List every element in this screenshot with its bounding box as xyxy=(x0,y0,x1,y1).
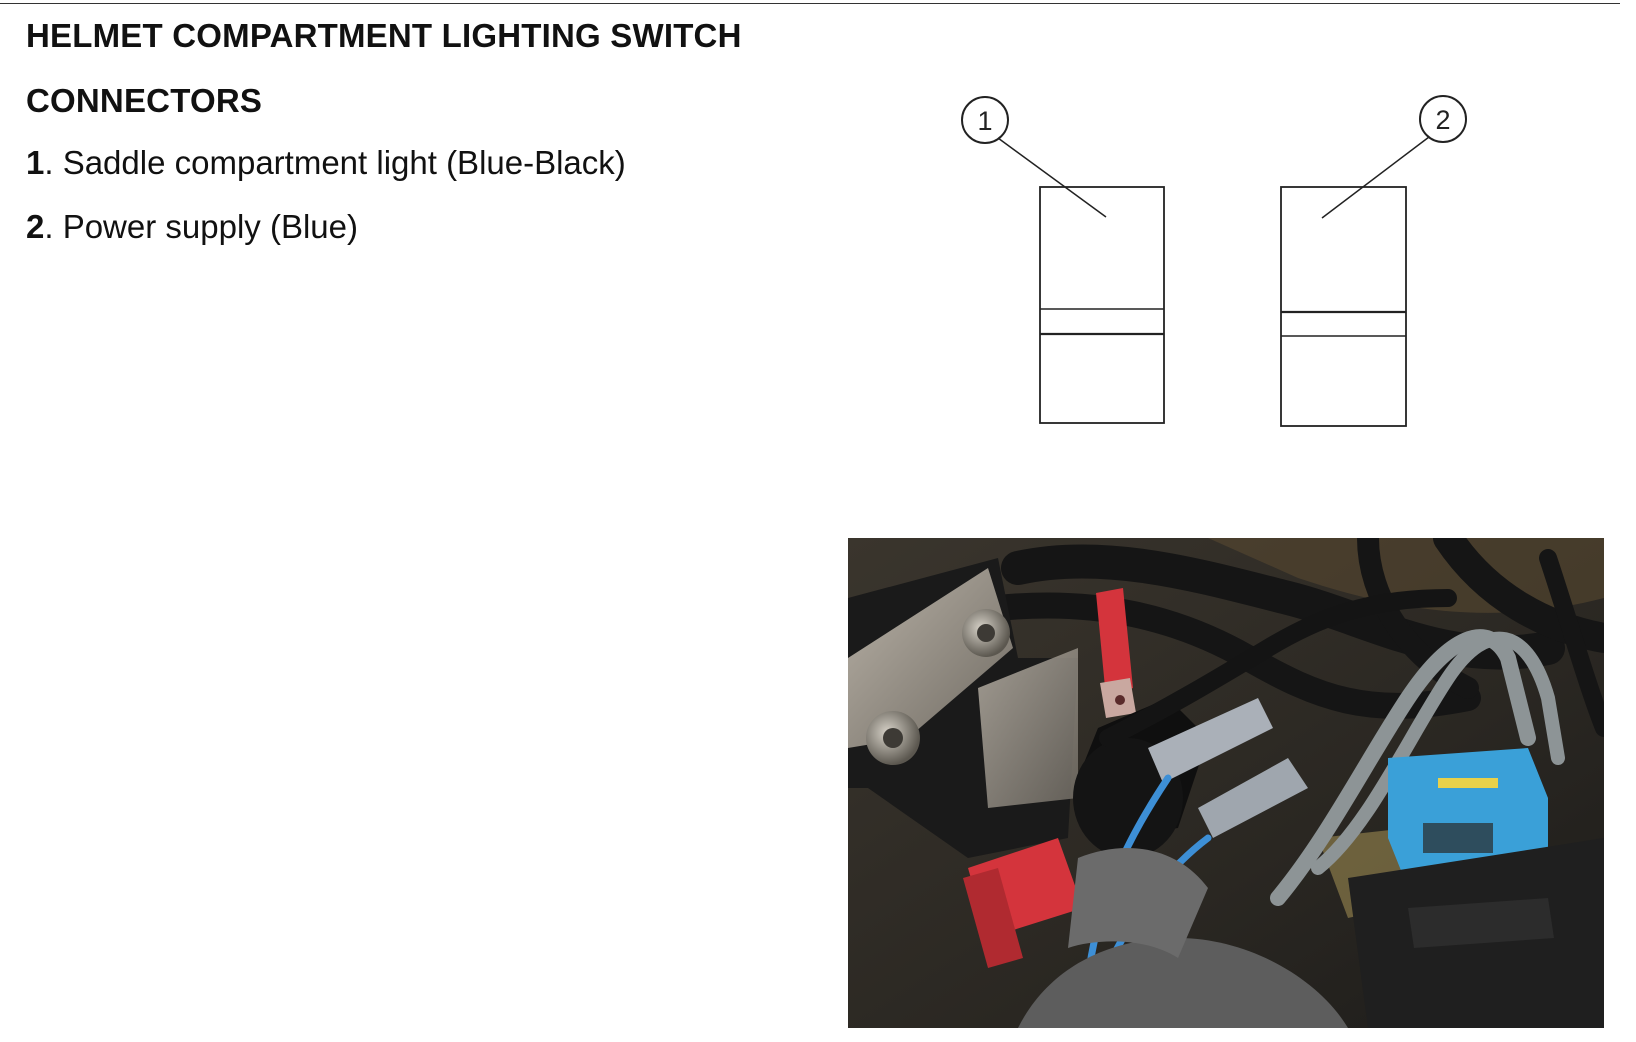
connector-diagram: 1 2 xyxy=(940,88,1500,438)
black-wire-front xyxy=(1099,589,1457,747)
dark-housing xyxy=(1348,838,1604,1028)
callout-circle xyxy=(961,96,1009,144)
top-divider xyxy=(0,3,1620,4)
section-subtitle: CONNECTORS xyxy=(26,82,263,119)
legend-item-1: 1. Saddle compartment light (Blue-Black) xyxy=(26,141,846,185)
connector-2-outline xyxy=(1280,186,1407,427)
legend-number: 2 xyxy=(26,208,45,245)
legend-text: . Saddle compartment light (Blue-Black) xyxy=(44,144,626,181)
legend-text: . Power supply (Blue) xyxy=(44,208,358,245)
leader-line xyxy=(997,137,1107,218)
callout-number: 2 xyxy=(1435,105,1450,135)
grey-connectors xyxy=(1148,698,1308,838)
grey-wire-loop xyxy=(1270,629,1565,906)
connector-photo xyxy=(848,538,1604,1028)
callout-2: 2 xyxy=(1321,95,1467,219)
grey-sleeve xyxy=(1018,848,1348,1028)
switch-body xyxy=(963,698,1208,968)
mounting-bracket xyxy=(848,558,1078,858)
text-block: HELMET COMPARTMENT LIGHTING SWITCH CONNE… xyxy=(26,14,846,269)
leader-line xyxy=(1321,136,1430,219)
legend-number: 1 xyxy=(26,144,45,181)
page-title: HELMET COMPARTMENT LIGHTING SWITCH xyxy=(26,17,742,54)
legend-item-2: 2. Power supply (Blue) xyxy=(26,205,846,249)
callout-number: 1 xyxy=(977,106,992,136)
callout-1: 1 xyxy=(961,96,1107,218)
callout-circle xyxy=(1419,95,1467,143)
connector-1-outline xyxy=(1039,186,1165,424)
red-terminal-top xyxy=(1096,588,1136,718)
